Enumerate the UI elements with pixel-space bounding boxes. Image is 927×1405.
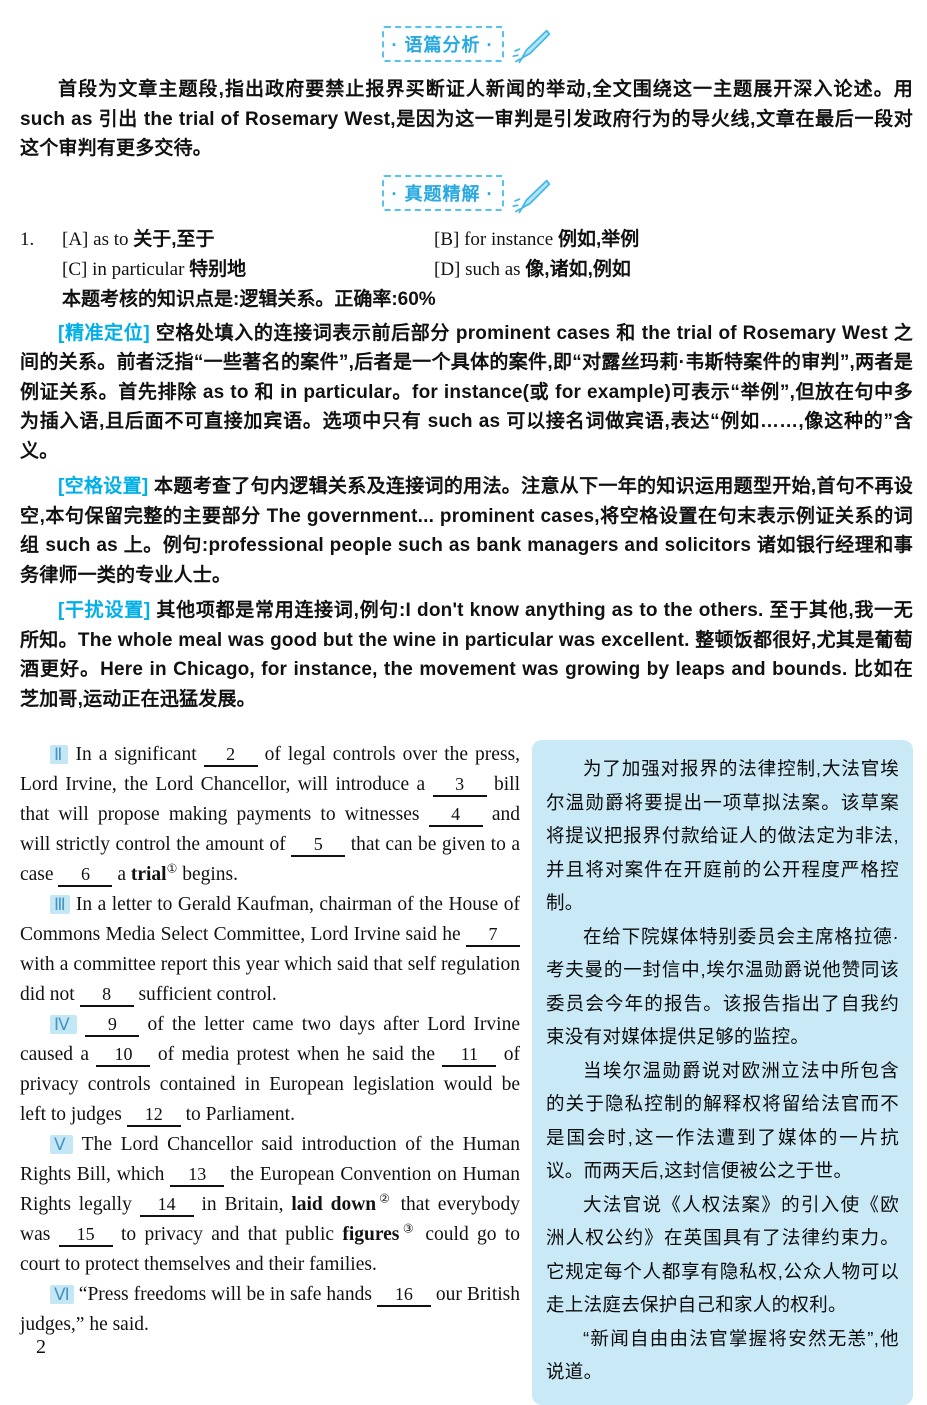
exam-analysis-badge: · 真题精解 · bbox=[381, 175, 504, 211]
option-B: [B] for instance 例如,举例 bbox=[434, 228, 640, 250]
translation-paragraph: “新闻自由由法官掌握将安然无恙”,他说道。 bbox=[546, 1327, 899, 1383]
paragraph-marker: Ⅱ bbox=[50, 745, 69, 764]
cloze-blank-13: 13 bbox=[170, 1164, 225, 1187]
analysis-section: [精准定位] 空格处填入的连接词表示前后部分 prominent cases 和… bbox=[20, 322, 913, 462]
paragraph-marker: Ⅵ bbox=[50, 1285, 74, 1304]
footnote-marker: ② bbox=[376, 1191, 393, 1206]
glossary-term: laid down bbox=[291, 1194, 377, 1215]
passage-paragraph: Ⅳ 9 of the letter came two days after Lo… bbox=[20, 1014, 520, 1127]
options-grid: [A] as to 关于,至于 [B] for instance 例如,举例 [C]… bbox=[62, 225, 913, 285]
option-C: [C] in particular 特别地 bbox=[62, 258, 247, 280]
cloze-blank-10: 10 bbox=[96, 1044, 151, 1067]
cloze-blank-4: 4 bbox=[428, 804, 483, 827]
pen-icon bbox=[511, 29, 550, 64]
glossary-term: figures bbox=[342, 1224, 400, 1245]
discourse-analysis-badge: · 语篇分析 · bbox=[381, 25, 504, 62]
cloze-blank-11: 11 bbox=[442, 1044, 497, 1067]
passage: Ⅱ In a significant 2 of legal controls o… bbox=[20, 740, 520, 1340]
pen-icon bbox=[511, 179, 550, 213]
footnote-marker: ① bbox=[166, 861, 178, 876]
cloze-blank-14: 14 bbox=[139, 1194, 194, 1217]
analysis-section: [空格设置] 本题考查了句内逻辑关系及连接词的用法。注意从下一年的知识运用题型开… bbox=[20, 476, 913, 586]
section-label: [干扰设置] bbox=[58, 600, 151, 621]
passage-paragraph: Ⅴ The Lord Chancellor said introduction … bbox=[20, 1134, 521, 1275]
question-1: 1. [A] as to 关于,至于 [B] for instance 例如,举例… bbox=[20, 225, 913, 715]
discourse-analysis-header: · 语篇分析 · bbox=[20, 22, 913, 65]
section-label: [精准定位] bbox=[58, 322, 150, 344]
paragraph-marker: Ⅲ bbox=[50, 895, 71, 914]
cloze-blank-7: 7 bbox=[466, 924, 520, 947]
section-label: [空格设置] bbox=[58, 476, 149, 497]
discourse-analysis-text: 首段为文章主题段,指出政府要禁止报界买断证人新闻的举动,全文围绕这一主题展开深入… bbox=[20, 79, 913, 159]
cloze-blank-2: 2 bbox=[203, 744, 258, 767]
cloze-blank-15: 15 bbox=[58, 1224, 113, 1247]
knowledge-point: 本题考核的知识点是:逻辑关系。正确率:60% bbox=[62, 288, 436, 310]
passage-paragraph: Ⅵ “Press freedoms will be in safe hands … bbox=[20, 1284, 520, 1335]
cloze-blank-16: 16 bbox=[376, 1284, 431, 1307]
passage-section: Ⅱ In a significant 2 of legal controls o… bbox=[20, 740, 913, 1405]
cloze-blank-12: 12 bbox=[126, 1104, 181, 1127]
translation-paragraph: 为了加强对报界的法律控制,大法官埃尔温勋爵将要提出一项草拟法案。该草案将提议把报… bbox=[546, 758, 899, 913]
cloze-blank-9: 9 bbox=[85, 1014, 140, 1037]
passage-paragraph: Ⅲ In a letter to Gerald Kaufman, chairma… bbox=[20, 894, 520, 1007]
paragraph-marker: Ⅴ bbox=[50, 1135, 74, 1154]
cloze-blank-5: 5 bbox=[291, 834, 346, 857]
glossary-term: trial bbox=[130, 864, 167, 885]
option-A: [A] as to 关于,至于 bbox=[62, 228, 215, 250]
passage-paragraph: Ⅱ In a significant 2 of legal controls o… bbox=[20, 744, 521, 887]
translation-paragraph: 在给下院媒体特别委员会主席格拉德·考夫曼的一封信中,埃尔温勋爵说他赞同该委员会今… bbox=[546, 925, 899, 1048]
footnote-marker: ③ bbox=[399, 1221, 418, 1236]
translation-box: 为了加强对报界的法律控制,大法官埃尔温勋爵将要提出一项草拟法案。该草案将提议把报… bbox=[532, 740, 913, 1405]
translation-paragraph: 大法官说《人权法案》的引入使《欧洲人权公约》在英国具有了法律约束力。它规定每个人… bbox=[546, 1193, 899, 1316]
paragraph-marker: Ⅳ bbox=[50, 1015, 78, 1034]
question-number: 1. bbox=[20, 228, 35, 250]
analysis-section: [干扰设置] 其他项都是常用连接词,例句:I don't know anythi… bbox=[20, 600, 913, 710]
cloze-blank-6: 6 bbox=[58, 864, 113, 887]
exam-analysis-header: · 真题精解 · bbox=[20, 172, 913, 215]
analysis-sections: [精准定位] 空格处填入的连接词表示前后部分 prominent cases 和… bbox=[20, 319, 913, 715]
cloze-blank-8: 8 bbox=[79, 984, 134, 1007]
option-D: [D] such as 像,诸如,例如 bbox=[434, 258, 631, 280]
page-number: 2 bbox=[36, 1336, 46, 1358]
translation-paragraph: 当埃尔温勋爵说对欧洲立法中所包含的关于隐私控制的解释权将留给法官而不是国会时,这… bbox=[546, 1059, 899, 1182]
cloze-blank-3: 3 bbox=[432, 774, 487, 797]
